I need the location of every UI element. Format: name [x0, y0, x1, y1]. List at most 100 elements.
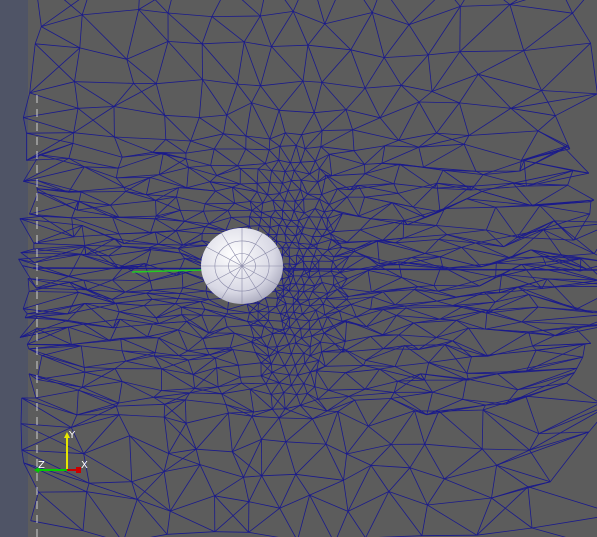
mesh-edge — [81, 0, 88, 16]
mesh-edge — [308, 299, 311, 306]
mesh-edge — [400, 85, 420, 103]
mesh-edge — [284, 333, 295, 336]
mesh-edge — [309, 329, 313, 337]
sphere-object[interactable] — [201, 228, 283, 304]
mesh-edge — [372, 296, 396, 306]
mesh-edge — [368, 270, 402, 278]
mesh-edge — [194, 367, 217, 389]
mesh-edge — [459, 50, 524, 53]
mesh-edge — [370, 218, 404, 221]
mesh-edge — [346, 425, 369, 455]
mesh-edge — [420, 373, 467, 380]
mesh-edge — [327, 316, 343, 322]
mesh-edge — [276, 240, 287, 244]
mesh-edge — [275, 306, 281, 314]
mesh-edge — [543, 220, 555, 231]
mesh-edge — [312, 410, 328, 420]
mesh-edge — [157, 230, 177, 245]
mesh-edge — [491, 497, 533, 529]
mesh-edge — [438, 234, 448, 240]
mesh-edge — [122, 152, 164, 158]
mesh-edge — [152, 289, 181, 294]
mesh-edge — [138, 0, 156, 10]
mesh-edge — [156, 306, 182, 319]
mesh-edge — [403, 225, 437, 239]
mesh-edge — [226, 83, 238, 116]
mesh-edge — [24, 313, 28, 318]
mesh-edge — [462, 399, 486, 406]
mesh-edge — [347, 511, 366, 537]
mesh-edge — [446, 234, 476, 244]
mesh-edge — [405, 305, 454, 307]
mesh-edge — [339, 304, 352, 312]
mesh-edge — [143, 298, 153, 306]
mesh-edge — [157, 243, 179, 249]
mesh-edge — [115, 405, 120, 415]
mesh-edge — [214, 501, 250, 533]
mesh-edge — [291, 179, 302, 182]
mesh-edge — [278, 159, 291, 164]
mesh-edge — [21, 265, 37, 289]
mesh-edge — [277, 289, 285, 299]
mesh-edge — [146, 258, 185, 267]
mesh-edge — [176, 187, 179, 197]
mesh-edge — [231, 216, 250, 218]
mesh-edge — [364, 162, 382, 165]
mesh-edge — [209, 181, 241, 185]
mesh-edge — [367, 270, 372, 293]
mesh-edge — [228, 411, 254, 414]
mesh-edge — [125, 352, 156, 362]
mesh-edge — [282, 283, 291, 287]
mesh-edge — [145, 249, 152, 267]
mesh-edge — [309, 261, 313, 272]
mesh-edge — [149, 174, 160, 178]
mesh-edge — [308, 270, 320, 278]
mesh-edge — [36, 188, 39, 193]
mesh-edge — [278, 408, 286, 419]
mesh-edge — [436, 182, 471, 187]
mesh-edge — [280, 303, 287, 314]
mesh-edge — [573, 229, 597, 241]
mesh-edge — [296, 260, 304, 266]
mesh-edge — [178, 354, 210, 356]
mesh-edge — [301, 112, 315, 135]
mesh-edge — [576, 356, 584, 369]
mesh-edge — [499, 286, 518, 294]
mesh-edge — [265, 159, 279, 164]
mesh-edge — [547, 278, 597, 281]
mesh-edge — [320, 276, 323, 283]
mesh-edge — [23, 154, 40, 182]
mesh-edge — [256, 191, 264, 204]
mesh-edge — [332, 261, 341, 273]
mesh-edge — [553, 220, 595, 254]
mesh-edge — [28, 373, 83, 388]
mesh-edge — [325, 348, 345, 367]
mesh-edge — [269, 132, 286, 140]
mesh-edge — [486, 301, 496, 314]
mesh-edge — [185, 140, 192, 154]
mesh-edge — [204, 308, 225, 317]
mesh-edge — [270, 394, 273, 410]
mesh-edge — [224, 316, 228, 328]
mesh-edge — [295, 226, 299, 237]
mesh-edge — [146, 194, 156, 201]
mesh-edge — [501, 273, 542, 289]
mesh-edge — [354, 400, 369, 427]
mesh-edge — [300, 161, 310, 175]
mesh-edge — [327, 246, 342, 251]
mesh-edge — [163, 471, 171, 512]
mesh-edge — [138, 9, 169, 14]
mesh-edge — [358, 185, 399, 194]
mesh-edge — [288, 364, 296, 376]
mesh-edge — [313, 112, 323, 131]
mesh-edge — [393, 373, 421, 393]
mesh-edge — [68, 326, 111, 342]
mesh-edge — [310, 236, 313, 245]
mesh-edge — [364, 368, 380, 390]
mesh-edge — [510, 229, 544, 259]
mesh-edge — [310, 244, 317, 249]
mesh-edge — [497, 367, 577, 375]
mesh-edge — [456, 319, 469, 329]
